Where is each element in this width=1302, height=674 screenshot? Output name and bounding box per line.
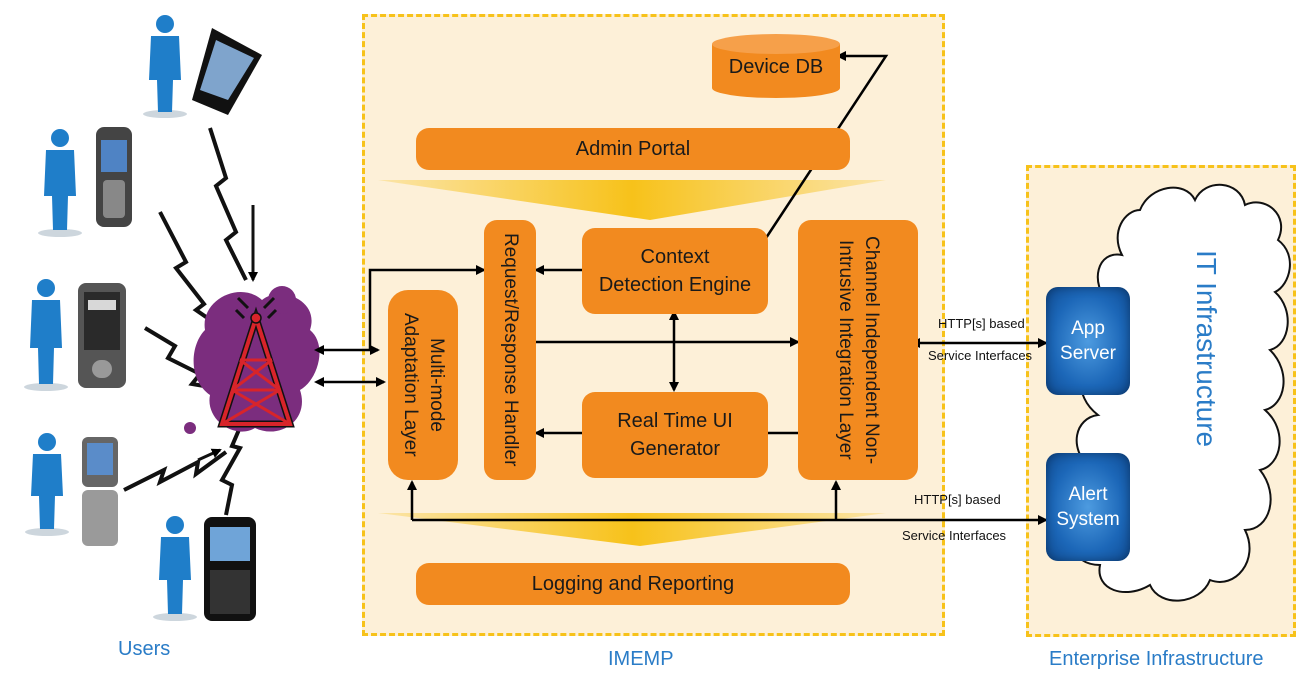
person-icon xyxy=(143,15,187,118)
signal-arrow xyxy=(197,448,222,462)
logging-box[interactable]: Logging and Reporting xyxy=(416,563,850,605)
alert-system-box[interactable]: Alert System xyxy=(1046,453,1130,561)
person-icon xyxy=(153,516,197,621)
users-caption: Users xyxy=(118,638,171,660)
channel-independent-box[interactable]: Channel Independent Non-Intrusive Integr… xyxy=(798,220,918,480)
wireless-signal-icon xyxy=(123,127,248,516)
alert-system-label: Alert System xyxy=(1056,484,1120,530)
top-interface-line1: HTTP[s] based xyxy=(938,316,1025,331)
person-icon xyxy=(25,433,69,536)
imemp-caption: IMEMP xyxy=(608,648,674,670)
logging-label: Logging and Reporting xyxy=(531,572,735,595)
enterprise-caption: Enterprise Infrastructure xyxy=(1049,648,1264,670)
admin-portal-box[interactable]: Admin Portal xyxy=(416,128,850,170)
smartphone-icon xyxy=(204,517,256,621)
request-response-label: Request/Response Handler xyxy=(500,233,521,467)
multimode-request-arrow xyxy=(368,265,486,350)
request-response-box[interactable]: Request/Response Handler xyxy=(484,220,536,480)
channel-independent-label: Channel Independent Non-Intrusive Integr… xyxy=(835,235,882,465)
app-server-box[interactable]: App Server xyxy=(1046,287,1130,395)
it-infrastructure-label: IT Infrastructure xyxy=(1191,250,1222,448)
multimode-label: Multi-mode Adaptation Layer xyxy=(400,313,447,457)
flip-phone-icon xyxy=(82,437,118,546)
admin-portal-label: Admin Portal xyxy=(575,137,691,160)
context-detection-label: Context Detection Engine xyxy=(598,246,752,296)
bottom-interface-line2: Service Interfaces xyxy=(902,528,1007,543)
mobile-phone-icon xyxy=(96,127,132,227)
context-detection-box[interactable]: Context Detection Engine xyxy=(582,228,768,314)
multimode-box[interactable]: Multi-mode Adaptation Layer xyxy=(388,290,458,480)
tower-icon xyxy=(184,286,320,434)
upper-wedge xyxy=(378,180,886,220)
lower-wedge xyxy=(378,513,886,546)
pda-icon xyxy=(78,283,126,388)
person-icon xyxy=(24,279,68,391)
bottom-interface-line1: HTTP[s] based xyxy=(914,492,1001,507)
person-icon xyxy=(38,129,82,237)
tablet-icon xyxy=(192,28,262,115)
device-db-cylinder xyxy=(712,34,840,98)
app-server-label: App Server xyxy=(1060,318,1116,364)
context-devicedb-line xyxy=(764,51,889,239)
real-time-ui-label: Real Time UI Generator xyxy=(617,410,733,460)
device-db-label: Device DB xyxy=(728,56,824,78)
top-interface-line2: Service Interfaces xyxy=(928,348,1033,363)
real-time-ui-box[interactable]: Real Time UI Generator xyxy=(582,392,768,478)
